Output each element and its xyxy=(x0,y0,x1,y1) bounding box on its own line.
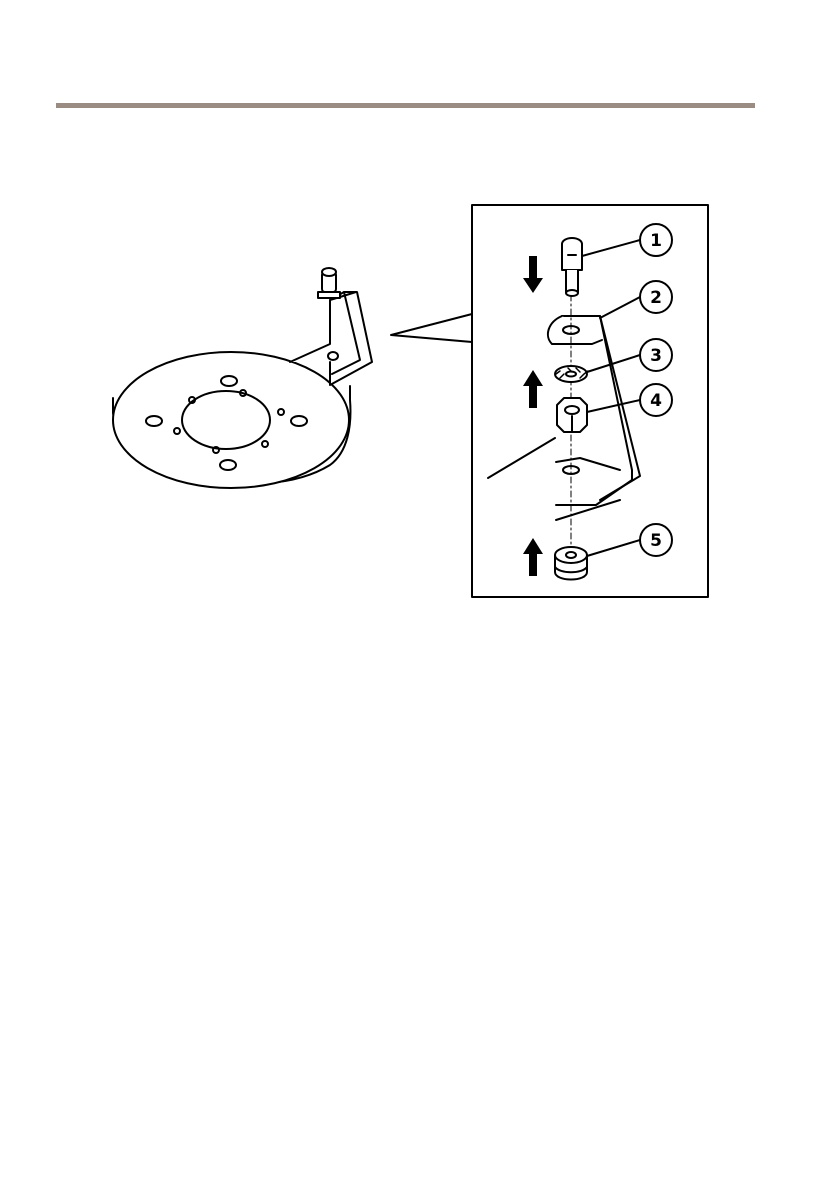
arrow-down-icon xyxy=(523,256,543,293)
leader-5 xyxy=(587,540,640,556)
hex-nut-icon xyxy=(557,398,587,432)
rubber-foot-icon xyxy=(555,547,587,580)
leader-1 xyxy=(582,240,640,256)
callout-number-4: 4 xyxy=(650,391,662,411)
lock-washer-icon xyxy=(555,366,588,382)
zoom-pointer xyxy=(391,314,472,342)
callout-number-3: 3 xyxy=(650,346,662,366)
mounting-plate-icon xyxy=(113,352,351,488)
assembly-illustration: 1 2 3 4 5 xyxy=(0,0,840,700)
callout-number-1: 1 xyxy=(650,231,662,251)
callout-number-5: 5 xyxy=(650,531,662,551)
arrow-up-icon xyxy=(523,370,543,408)
arrow-up-icon xyxy=(523,538,543,576)
callout-number-2: 2 xyxy=(650,288,662,308)
screw-icon xyxy=(562,238,582,296)
leader-4 xyxy=(587,400,640,412)
leader-2 xyxy=(600,297,640,318)
